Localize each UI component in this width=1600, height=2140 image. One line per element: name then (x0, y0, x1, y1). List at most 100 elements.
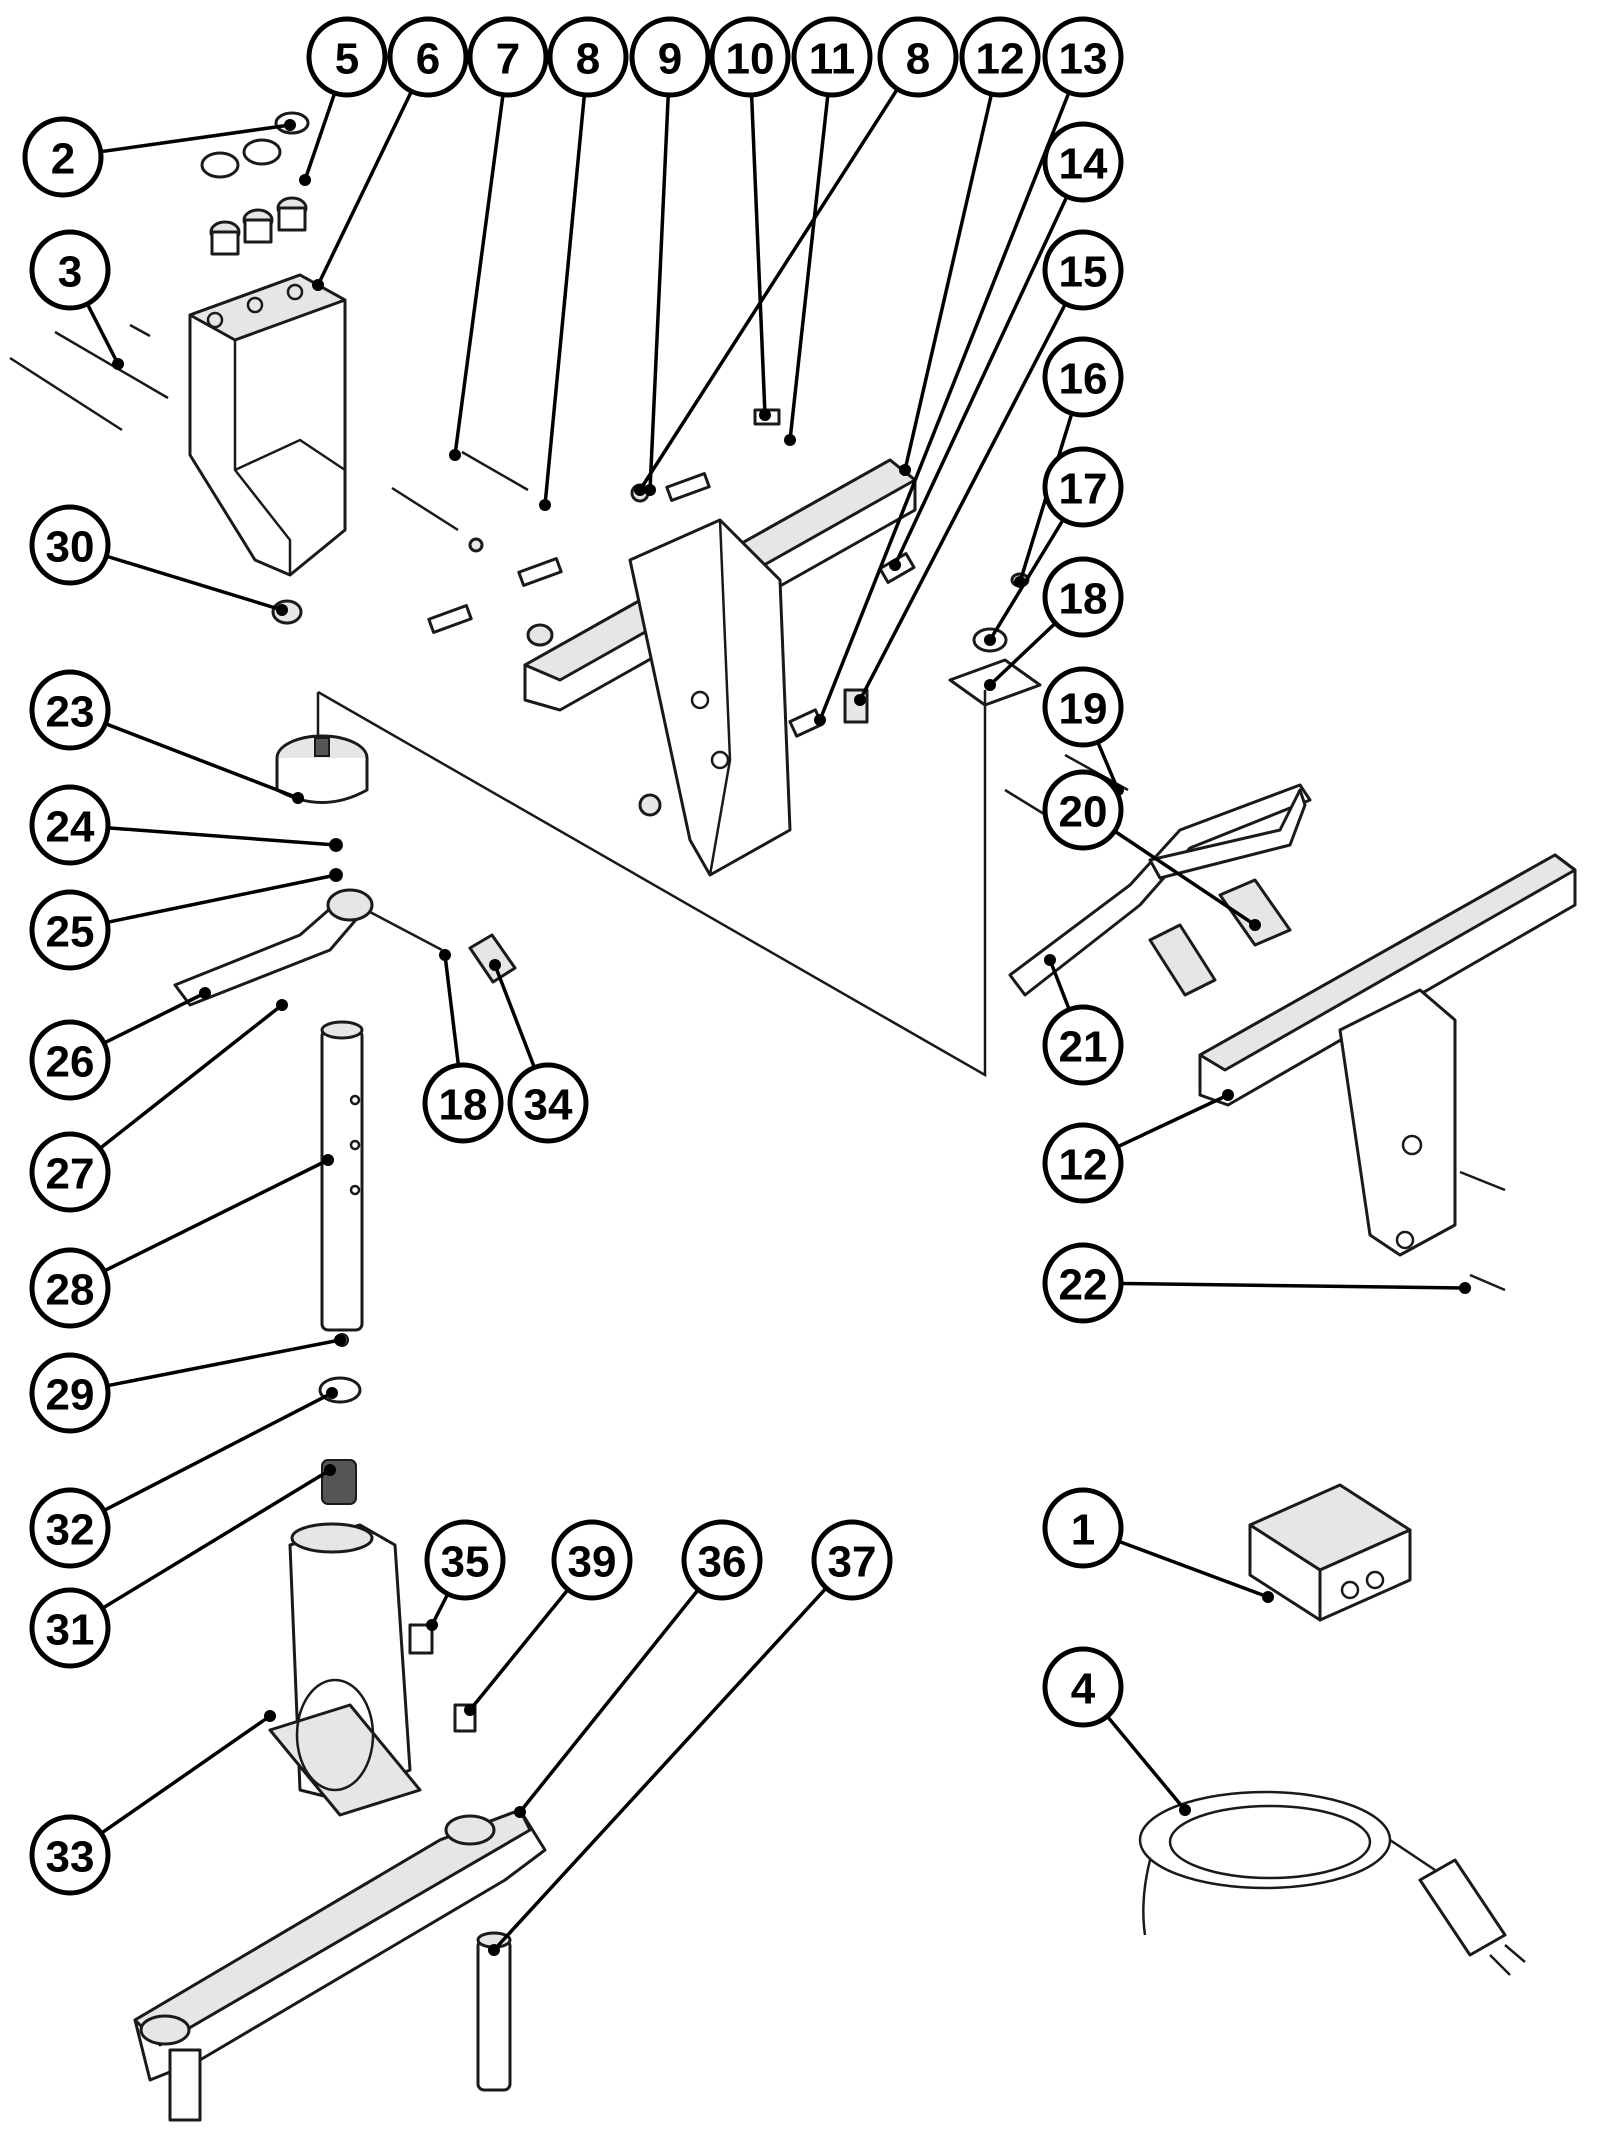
leader-line-24 (107, 826, 337, 847)
callout-number: 21 (1059, 1023, 1108, 1072)
leader-dot-18 (984, 679, 996, 691)
leader-dot-15 (854, 694, 866, 706)
leader-dot-8 (539, 499, 551, 511)
leader-dot-3 (112, 358, 124, 370)
callout-34: 34 (507, 1062, 589, 1144)
column-part (268, 1522, 422, 1817)
callout-number: 25 (46, 908, 95, 957)
callout-23: 23 (29, 669, 111, 751)
callout-circle (629, 16, 711, 98)
leader-dot-33 (264, 1710, 276, 1722)
leader-dot-11 (784, 434, 796, 446)
callout-29: 29 (29, 1352, 111, 1434)
leader-line-31 (101, 1468, 331, 1610)
callout-circle (551, 1519, 633, 1601)
callout-number: 12 (1059, 1141, 1108, 1190)
motor-part (275, 734, 369, 804)
callout-number: 37 (828, 1538, 877, 1587)
callout-circle (424, 1519, 506, 1601)
rollers-part (1148, 878, 1292, 997)
leader-line-8 (543, 94, 587, 506)
callout-number: 8 (576, 35, 600, 84)
callout-circle (22, 116, 104, 198)
leader-line-21 (1048, 959, 1071, 1011)
callout-circle (1042, 1004, 1124, 1086)
callout-circle (709, 16, 791, 98)
callout-circle (1042, 1487, 1124, 1569)
callout-12: 12 (959, 16, 1041, 98)
callout-number: 22 (1059, 1261, 1108, 1310)
leader-line-4 (1105, 1715, 1187, 1812)
callout-circle (1042, 1646, 1124, 1728)
leader-dot-2 (284, 119, 296, 131)
callout-number: 7 (496, 35, 520, 84)
leader-dot-31 (324, 1464, 336, 1476)
leader-dot-13 (814, 714, 826, 726)
control-box-part (1248, 1483, 1412, 1622)
callout-circle (877, 16, 959, 98)
leader-line-26 (103, 991, 206, 1045)
callout-number: 32 (46, 1506, 95, 1555)
bolt-part-35 (408, 1623, 434, 1655)
callout-circle (547, 16, 629, 98)
callout-number: 14 (1059, 140, 1108, 189)
leader-dot-1 (1262, 1591, 1274, 1603)
callout-circle (29, 1814, 111, 1896)
callout-36: 36 (681, 1519, 763, 1601)
callout-circle (29, 1247, 111, 1329)
callout-22: 22 (1042, 1242, 1124, 1324)
callout-1: 1 (1042, 1487, 1124, 1569)
callout-number: 24 (46, 803, 95, 852)
leader-line-36 (518, 1588, 700, 1814)
base-part (133, 1808, 547, 2122)
leader-line-28 (103, 1158, 329, 1273)
callout-number: 12 (976, 35, 1025, 84)
leader-dot-39 (464, 1704, 476, 1716)
callout-26: 26 (29, 1019, 111, 1101)
bracket-part (188, 273, 347, 577)
callout-number: 17 (1059, 465, 1108, 514)
callout-circle (681, 1519, 763, 1601)
callout-circle (29, 1019, 111, 1101)
callout-6: 6 (387, 16, 469, 98)
leader-dot-20 (1249, 919, 1261, 931)
leader-dot-12 (1222, 1089, 1234, 1101)
callout-11: 11 (791, 16, 873, 98)
callout-39: 39 (551, 1519, 633, 1601)
callout-16: 16 (1042, 336, 1124, 418)
callout-circle (467, 16, 549, 98)
callout-number: 10 (726, 35, 775, 84)
callout-25: 25 (29, 889, 111, 971)
callout-circle (29, 889, 111, 971)
callout-number: 15 (1059, 248, 1108, 297)
leader-dot-23 (292, 792, 304, 804)
callout-circle (422, 1062, 504, 1144)
callout-number: 31 (46, 1606, 95, 1655)
leader-line-19 (1096, 741, 1120, 791)
callout-circle (29, 1352, 111, 1434)
callout-circle (29, 669, 111, 751)
callout-circle (1042, 556, 1124, 638)
callout-33: 33 (29, 1814, 111, 1896)
post-part (476, 1931, 512, 2092)
leader-dot-28 (322, 1154, 334, 1166)
callout-circle (1042, 229, 1124, 311)
leader-line-20 (1113, 829, 1256, 927)
callout-circle (1042, 666, 1124, 748)
leader-dot-30 (276, 604, 288, 616)
callout-number: 20 (1059, 788, 1108, 837)
callout-number: 13 (1059, 35, 1108, 84)
leader-line-9 (648, 94, 670, 491)
leader-line-17 (988, 518, 1065, 641)
leader-dot-9 (644, 484, 656, 496)
callout-number: 34 (524, 1081, 573, 1130)
callout-number: 28 (46, 1266, 95, 1315)
callout-circle (387, 16, 469, 98)
leader-line-2 (100, 123, 291, 154)
callout-18: 18 (422, 1062, 504, 1144)
callout-number: 30 (46, 523, 95, 572)
callout-10: 10 (709, 16, 791, 98)
leader-dot-8 (634, 484, 646, 496)
